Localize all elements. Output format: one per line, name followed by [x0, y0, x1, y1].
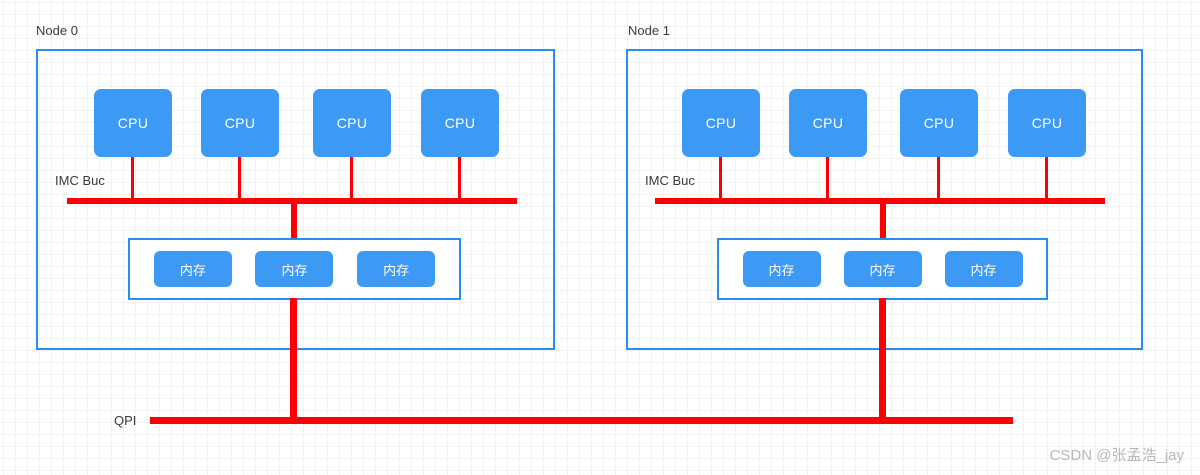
node-1-bus-to-memory-wire: [880, 198, 886, 240]
memory-label: 内存: [281, 262, 308, 278]
node-1-memory-container: 内存 内存 内存: [717, 238, 1048, 300]
node-0-label: Node 0: [36, 23, 78, 38]
node-0-memory-2[interactable]: 内存: [357, 251, 436, 287]
node-0-memory-1[interactable]: 内存: [255, 251, 334, 287]
node-1-imc-bus-label: IMC Buc: [645, 173, 695, 188]
node-1-cpu-2[interactable]: CPU: [900, 89, 978, 157]
node-1-label: Node 1: [628, 23, 670, 38]
qpi-bus-line: [150, 417, 1013, 424]
cpu-label: CPU: [444, 115, 476, 131]
node-1-cpu-1-wire: [826, 157, 829, 204]
cpu-label: CPU: [224, 115, 256, 131]
cpu-label: CPU: [923, 115, 955, 131]
memory-label: 内存: [869, 262, 896, 278]
node-1-cpu-3-wire: [1045, 157, 1048, 204]
memory-label: 内存: [179, 262, 206, 278]
node-0-memory-container: 内存 内存 内存: [128, 238, 461, 300]
node-1-memory-2[interactable]: 内存: [944, 251, 1023, 287]
node-0-memory-0[interactable]: 内存: [153, 251, 232, 287]
qpi-label: QPI: [114, 413, 137, 428]
memory-label: 内存: [383, 262, 410, 278]
node-0-bus-to-memory-wire: [291, 198, 297, 240]
cpu-label: CPU: [1031, 115, 1063, 131]
node-0-cpu-0-wire: [131, 157, 134, 204]
node-1-cpu-0[interactable]: CPU: [682, 89, 760, 157]
node-0-qpi-drop-wire: [290, 298, 297, 424]
node-1-cpu-3[interactable]: CPU: [1008, 89, 1086, 157]
node-0-cpu-3-wire: [458, 157, 461, 204]
watermark: CSDN @张孟浩_jay: [1049, 447, 1184, 464]
cpu-label: CPU: [117, 115, 149, 131]
node-1-cpu-2-wire: [937, 157, 940, 204]
node-0-cpu-3[interactable]: CPU: [421, 89, 499, 157]
node-1-cpu-1[interactable]: CPU: [789, 89, 867, 157]
node-0-cpu-1[interactable]: CPU: [201, 89, 279, 157]
cpu-label: CPU: [705, 115, 737, 131]
node-1-cpu-0-wire: [719, 157, 722, 204]
node-1-memory-1[interactable]: 内存: [843, 251, 922, 287]
node-0-cpu-0[interactable]: CPU: [94, 89, 172, 157]
node-0-cpu-2-wire: [350, 157, 353, 204]
node-0-imc-bus-label: IMC Buc: [55, 173, 105, 188]
cpu-label: CPU: [812, 115, 844, 131]
cpu-label: CPU: [336, 115, 368, 131]
node-1-memory-0[interactable]: 内存: [742, 251, 821, 287]
memory-label: 内存: [768, 262, 795, 278]
node-0-cpu-1-wire: [238, 157, 241, 204]
node-0-cpu-2[interactable]: CPU: [313, 89, 391, 157]
node-1-qpi-drop-wire: [879, 298, 886, 424]
memory-label: 内存: [970, 262, 997, 278]
